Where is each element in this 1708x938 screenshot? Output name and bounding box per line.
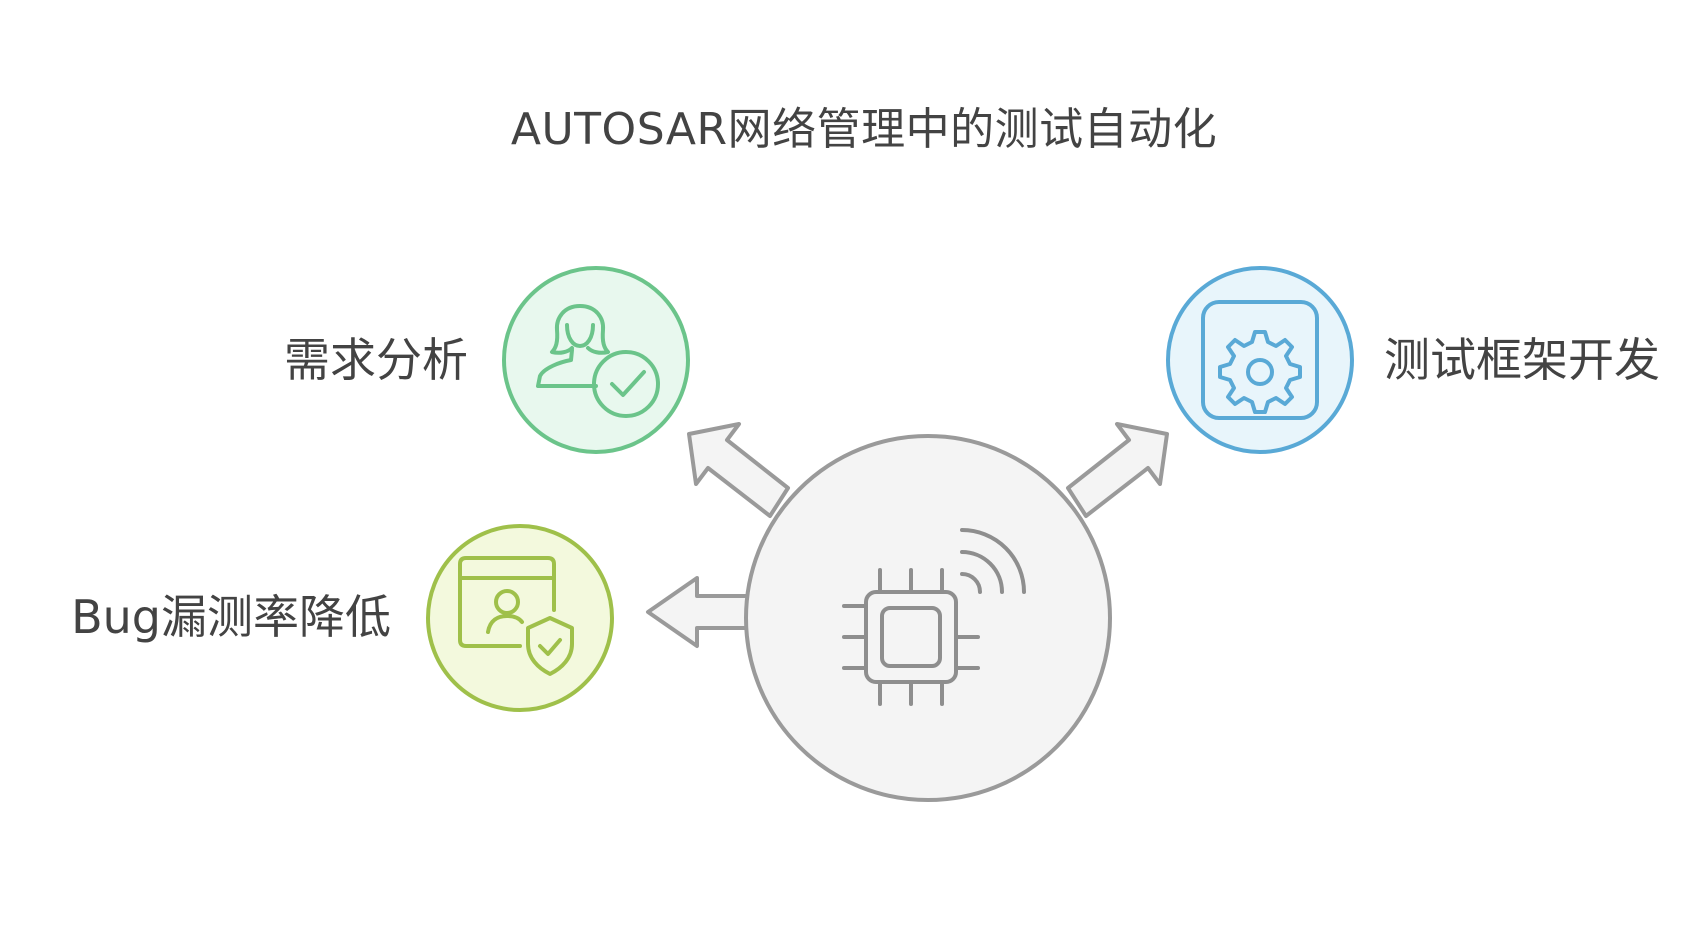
node-framework [1166,266,1354,454]
node-bug-rate-label: Bug漏测率降低 [71,590,391,644]
hub-node [646,422,1169,802]
gear-icon [1201,300,1319,420]
node-requirements-circle [502,266,690,454]
hub-circle [744,434,1112,802]
node-framework-label: 测试框架开发 [1384,333,1660,387]
arrow-to-requirements [687,422,790,518]
user-check-icon [536,304,660,418]
user-shield-icon [458,556,574,676]
node-requirements-label: 需求分析 [284,333,468,387]
node-bug-rate [426,524,614,712]
node-requirements [502,266,690,454]
diagram-title: AUTOSAR网络管理中的测试自动化 [510,104,1218,155]
chip-wireless-icon [842,528,1026,706]
arrow-to-bug-rate [646,576,762,648]
arrow-to-framework [1066,422,1169,518]
